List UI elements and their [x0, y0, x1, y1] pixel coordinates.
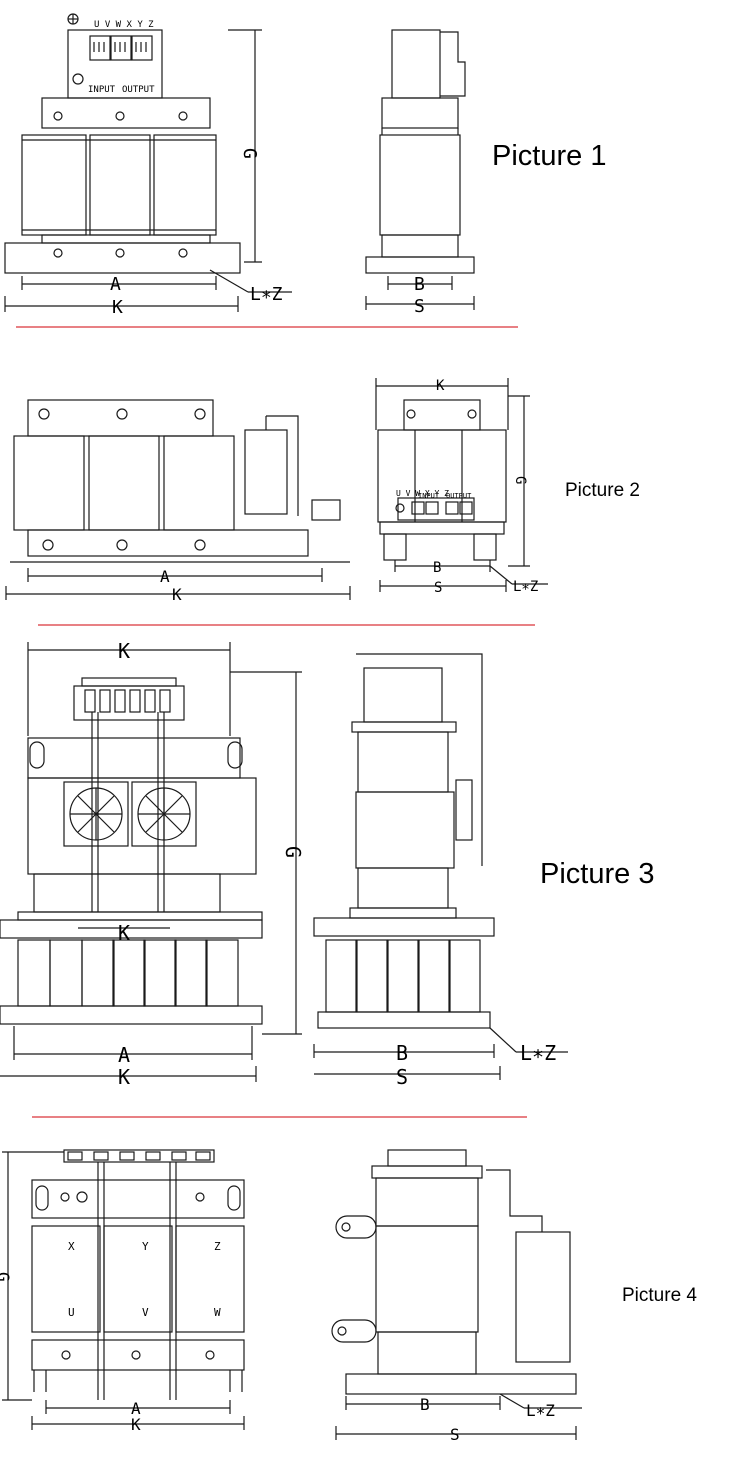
p4-u-label: U: [68, 1306, 75, 1319]
picture-4-side-view: B S L∗Z: [331, 1149, 582, 1444]
p3-k-label: K: [118, 1065, 130, 1089]
picture-1-side-view: B S: [365, 29, 475, 317]
p1-k-label: K: [112, 297, 123, 318]
p3-s-label: S: [396, 1065, 408, 1089]
p2-a-label: A: [160, 567, 170, 586]
p1-input-label: INPUT: [88, 85, 116, 95]
picture-4-front-view: X Y Z U V W G A K: [0, 1149, 245, 1434]
p2-s-label: S: [434, 580, 442, 596]
p2-terminal-label: U V W X Y Z: [396, 489, 449, 498]
p4-g-label: G: [0, 1272, 13, 1282]
p2-g-label: G: [512, 476, 528, 484]
p1-s-label: S: [414, 296, 425, 317]
p1-output-label: OUTPUT: [122, 85, 155, 95]
picture-3-title: Picture 3: [540, 858, 655, 890]
p4-z-label: Z: [214, 1240, 221, 1253]
p1-terminal-label: U V W X Y Z: [94, 20, 154, 30]
p4-x-label: X: [68, 1240, 75, 1253]
picture-2-side-view: K U V W X Y Z INPUT OUTPUT B S G L∗Z: [375, 378, 548, 596]
p1-g-label: G: [239, 148, 260, 159]
p3-k-top-label: K: [118, 639, 130, 663]
p4-k-label: K: [131, 1415, 141, 1434]
p2-k-top-label: K: [436, 378, 445, 394]
picture-3-front-view: K K G A K: [0, 639, 305, 1089]
picture-1-title: Picture 1: [492, 140, 607, 172]
p1-lz-label: L∗Z: [250, 284, 283, 305]
p3-lz-label: L∗Z: [520, 1041, 556, 1065]
p2-k-label: K: [172, 585, 182, 604]
p4-v-label: V: [142, 1306, 149, 1319]
picture-3-side-view: B S L∗Z: [313, 653, 568, 1089]
p1-b-label: B: [414, 274, 425, 295]
p4-y-label: Y: [142, 1240, 149, 1253]
picture-1-front-view: INPUT OUTPUT U V W X Y Z G A K L∗Z: [4, 13, 292, 318]
picture-2-front-view: A K: [5, 399, 351, 604]
p4-s-label: S: [450, 1425, 460, 1444]
p4-b-label: B: [420, 1395, 430, 1414]
picture-4-title: Picture 4: [622, 1285, 697, 1306]
p2-output-label: OUTPUT: [446, 492, 472, 500]
picture-2-title: Picture 2: [565, 480, 640, 501]
separator-lines: [16, 326, 535, 1118]
p2-lz-label: L∗Z: [513, 579, 538, 595]
p3-g-label: G: [281, 846, 305, 858]
p4-a-label: A: [131, 1399, 141, 1418]
p4-w-label: W: [214, 1306, 221, 1319]
p3-a-label: A: [118, 1043, 130, 1067]
p2-input-label: INPUT: [418, 492, 440, 500]
p3-b-label: B: [396, 1041, 408, 1065]
p4-lz-label: L∗Z: [526, 1401, 555, 1420]
p2-b-label: B: [433, 560, 441, 576]
p3-k-mid-label: K: [118, 921, 130, 945]
p1-a-label: A: [110, 274, 121, 295]
